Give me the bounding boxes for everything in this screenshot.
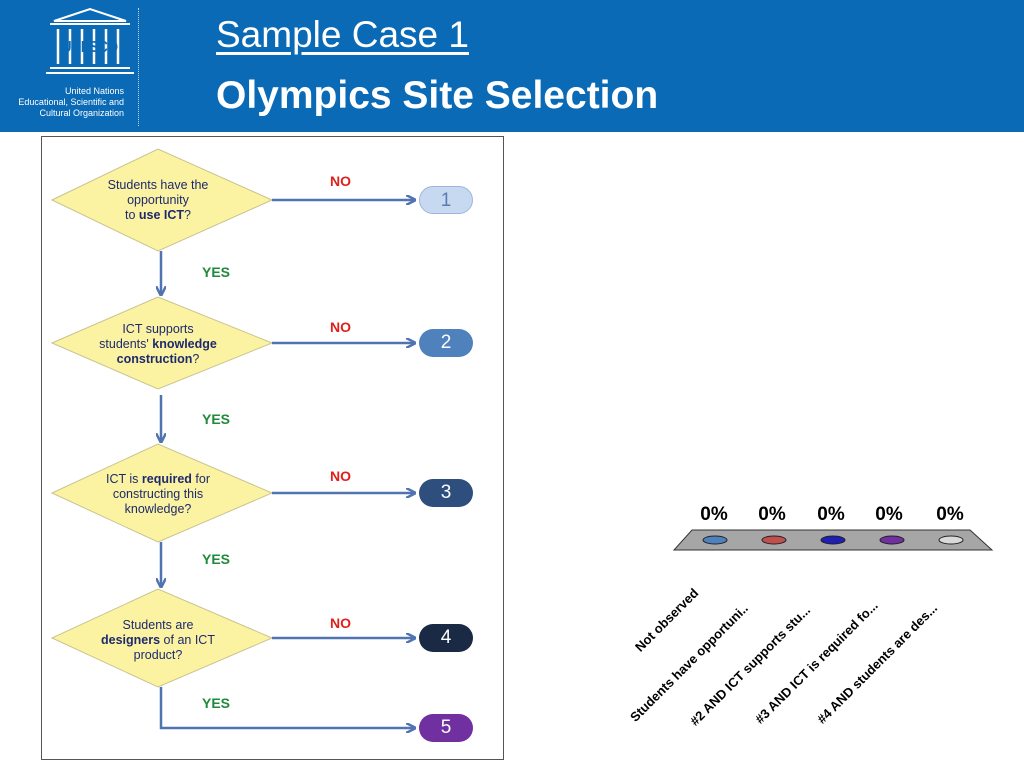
flowchart-graphic — [50, 148, 505, 761]
question-1-line-2: opportunity — [127, 193, 189, 207]
question-3-line-1-post: for — [191, 472, 210, 486]
question-2-text: ICT supports students' knowledge constru… — [83, 322, 233, 367]
question-2-line-1: ICT supports — [122, 322, 194, 336]
question-3-line-1-pre: ICT is — [106, 472, 142, 486]
logo-divider — [138, 8, 139, 126]
question-2-line-2: students' knowledge — [83, 337, 233, 352]
yes-label-2: YES — [202, 411, 231, 427]
value-label-0: 0% — [700, 504, 728, 525]
question-2-line-3-bold: construction — [116, 352, 193, 366]
yes-label-3: YES — [202, 551, 231, 567]
unesco-temple-icon — [46, 7, 134, 74]
chart-bar-3 — [879, 535, 905, 545]
question-1-line-3-post: ? — [184, 208, 191, 222]
outcome-2-badge: 2 — [419, 329, 473, 357]
no-label-2: NO — [330, 319, 351, 335]
question-1-text: Students have the opportunity to use ICT… — [83, 178, 233, 223]
question-3-line-1: ICT is required for — [83, 472, 233, 487]
question-3-line-1-bold: required — [141, 472, 192, 486]
chart-bar-1 — [761, 535, 787, 545]
slide-title-topic: Olympics Site Selection — [216, 74, 659, 117]
org-line-1: United Nations — [64, 86, 124, 96]
chart-bar-0 — [702, 535, 728, 545]
question-2-line-2-pre: students' — [99, 337, 153, 351]
organization-name: United Nations Educational, Scientific a… — [2, 86, 124, 119]
outcome-4-badge: 4 — [419, 624, 473, 652]
question-1-line-3-pre: to — [124, 208, 139, 222]
question-1-line-3-bold: use ICT — [138, 208, 185, 222]
question-2-line-3: construction? — [83, 352, 233, 367]
question-4-line-3: product? — [133, 648, 183, 662]
value-label-3: 0% — [875, 504, 903, 525]
question-4-text: Students are designers of an ICT product… — [83, 618, 233, 663]
outcome-1-badge: 1 — [419, 186, 473, 214]
flowchart-panel: Students have the opportunity to use ICT… — [41, 136, 504, 760]
value-label-2: 0% — [817, 504, 845, 525]
no-label-1: NO — [330, 173, 351, 189]
outcome-5-badge: 5 — [419, 714, 473, 742]
question-4-line-2-post: of an ICT — [160, 633, 215, 647]
no-arrows — [272, 200, 414, 638]
org-line-3: Cultural Organization — [39, 108, 124, 118]
question-3-line-2: constructing this — [112, 487, 204, 501]
question-1-line-1: Students have the — [107, 178, 209, 192]
question-1-line-3: to use ICT? — [83, 208, 233, 223]
question-2-line-3-post: ? — [192, 352, 200, 366]
question-4-line-2: designers of an ICT — [83, 633, 233, 648]
header-banner: UNESCO United Nations Educational, Scien… — [0, 0, 1024, 132]
question-3-text: ICT is required for constructing this kn… — [83, 472, 233, 517]
yes-label-1: YES — [202, 264, 231, 280]
value-label-4: 0% — [936, 504, 964, 525]
question-4-line-2-bold: designers — [101, 633, 161, 647]
unesco-logo-text: UNESCO — [62, 39, 118, 56]
question-3-line-3: knowledge? — [124, 502, 192, 516]
yes-arrows — [161, 251, 414, 728]
chart-bar-4 — [938, 535, 964, 545]
org-line-2: Educational, Scientific and — [18, 97, 124, 107]
no-label-3: NO — [330, 468, 351, 484]
slide-title-case: Sample Case 1 — [216, 14, 469, 55]
yes-label-4: YES — [202, 695, 231, 711]
value-label-1: 0% — [758, 504, 786, 525]
no-label-4: NO — [330, 615, 351, 631]
unesco-logo: UNESCO United Nations Educational, Scien… — [0, 0, 140, 132]
question-4-line-1: Students are — [122, 618, 194, 632]
outcome-3-badge: 3 — [419, 479, 473, 507]
chart-bar-2 — [820, 535, 846, 545]
question-2-line-2-bold: knowledge — [152, 337, 217, 351]
